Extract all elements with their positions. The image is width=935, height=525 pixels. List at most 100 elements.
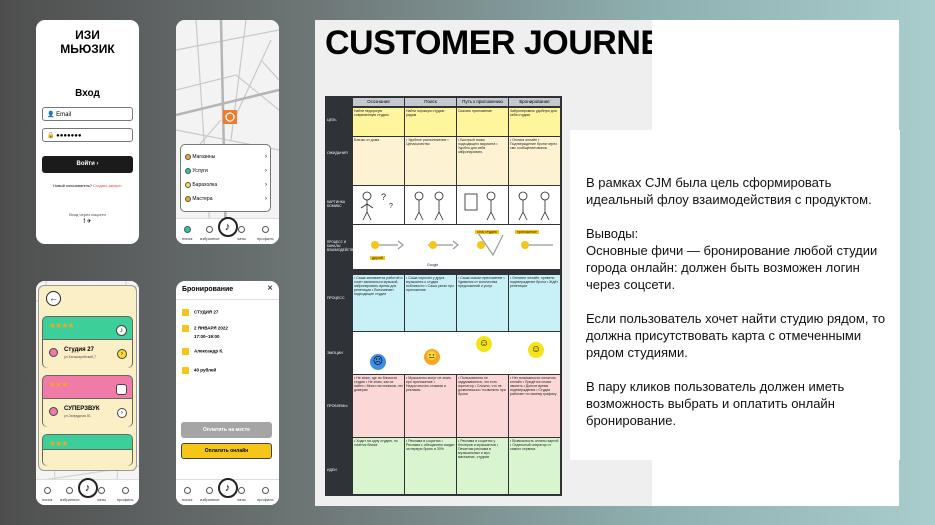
cjm-cell-idea: • Возможность оплаты картой • Отдельный … xyxy=(509,438,560,494)
booking-item-price: 40 рублей xyxy=(182,367,216,374)
music-note-icon[interactable]: ♪ xyxy=(77,478,98,498)
cjm-emotions-row xyxy=(353,332,560,374)
cjm-col-header: Путь к приложению xyxy=(457,98,508,106)
profile-icon[interactable] xyxy=(262,226,269,233)
category-menu: Магазины › Услуги › Барахолка › Мастера … xyxy=(180,144,271,212)
bottom-nav: поиск избранное ♪ чаты профиль xyxy=(176,478,279,505)
studio-card[interactable]: ★★★ xyxy=(42,434,133,466)
chat-icon[interactable] xyxy=(238,487,245,494)
studio-list-screen: ← ★★★★ Студия 27 ул.Калькарийский,7 › ♪ … xyxy=(36,281,139,505)
bookmark-icon xyxy=(116,384,127,395)
rating-stars: ★★★★ xyxy=(49,321,75,330)
studio-info: Студия 27 ул.Калькарийский,7 › xyxy=(43,339,132,368)
booking-item-date: 2 ЯНВАРЯ 2022 xyxy=(182,325,228,332)
create-account-link[interactable]: Создать аккаунт xyxy=(93,184,122,188)
search-icon[interactable] xyxy=(44,487,51,494)
profile-icon[interactable] xyxy=(262,487,269,494)
map-screen: Магазины › Услуги › Барахолка › Мастера … xyxy=(176,20,279,244)
cjm-cell-idea: • Ходит на одну студию, но хочется ближе xyxy=(353,438,404,494)
booking-screen: Бронирование × СТУДИЯ 27 2 ЯНВАРЯ 2022 1… xyxy=(176,281,279,505)
login-screen: ИЗИ МЬЮЗИК Вход 👤 Email 🔒 ●●●●●●● Войти … xyxy=(36,20,139,244)
studio-card[interactable]: ★★★ СУПЕРЗВУК ул.Запрудная 81 › xyxy=(42,375,133,427)
profile-icon[interactable] xyxy=(122,487,129,494)
music-note-icon: ♪ xyxy=(116,325,127,336)
menu-item-shops[interactable]: Магазины › xyxy=(185,150,267,164)
star-icon[interactable] xyxy=(206,487,213,494)
studio-info: СУПЕРЗВУК ул.Запрудная 81 › xyxy=(43,398,132,427)
cjm-cell-process: • Оплатил онлайн, привело подтверждение … xyxy=(509,275,560,331)
chat-icon[interactable] xyxy=(98,487,105,494)
map-pin-icon xyxy=(49,407,58,416)
studio-card[interactable]: ★★★★ Студия 27 ул.Калькарийский,7 › ♪ xyxy=(42,316,133,368)
cjm-row-label: КАРТИНКА КОМИКС xyxy=(327,200,346,208)
chevron-right-icon: › xyxy=(265,182,267,188)
star-icon[interactable] xyxy=(206,226,213,233)
cjm-row-label: ЦЕЛЬ xyxy=(327,118,337,122)
checkbox-icon[interactable] xyxy=(182,348,189,355)
app-title: ИЗИ МЬЮЗИК xyxy=(60,28,115,56)
cjm-comic-row: ?? xyxy=(353,186,560,224)
dot-icon xyxy=(185,181,191,188)
booking-item-studio: СТУДИЯ 27 xyxy=(182,309,218,316)
summary-paragraph-4: В пару кликов пользователь должен иметь … xyxy=(586,379,845,428)
chevron-right-icon: › xyxy=(265,168,267,174)
menu-item-services[interactable]: Услуги › xyxy=(185,164,267,178)
cjm-channel-label: другой xyxy=(370,256,385,260)
search-icon[interactable] xyxy=(184,487,191,494)
social-icons[interactable]: f ✈ xyxy=(83,219,92,225)
cjm-row-label: ИДЕИ xyxy=(327,468,337,472)
cjm-cell-idea: • Реклама в соцсетях у блогеров и музыка… xyxy=(457,438,508,494)
checkbox-icon[interactable] xyxy=(182,325,189,332)
chevron-right-icon: › xyxy=(265,154,267,160)
bottom-nav: поиск избранное ♪ чаты профиль xyxy=(36,478,139,505)
cjm-cell-expect: • Оплата онлайн • Подтверждение брони че… xyxy=(509,137,560,185)
password-field[interactable]: 🔒 ●●●●●●● xyxy=(42,128,133,142)
music-note-icon[interactable]: ♪ xyxy=(217,217,238,237)
happy-face-icon: ☺ xyxy=(476,336,492,352)
pay-online-button[interactable]: Оплатить онлайн xyxy=(181,443,272,459)
chevron-right-icon: › xyxy=(265,196,267,202)
cjm-channel-label: приложение xyxy=(515,230,539,234)
dot-icon xyxy=(185,167,191,174)
login-heading: Вход xyxy=(75,88,100,99)
summary-paragraph-1: В рамках CJM была цель сформировать идеа… xyxy=(586,175,872,207)
booking-item-person: Александр К. xyxy=(182,348,223,355)
chat-icon[interactable] xyxy=(238,226,245,233)
chevron-right-icon[interactable]: › xyxy=(117,349,127,359)
new-user-row: Новый пользователь? Создать аккаунт xyxy=(53,184,122,188)
neutral-face-icon: 😐 xyxy=(424,349,440,365)
menu-item-flea-market[interactable]: Барахолка › xyxy=(185,178,267,192)
svg-text:?: ? xyxy=(389,203,393,210)
back-button[interactable]: ← xyxy=(46,291,61,306)
city-map[interactable] xyxy=(176,20,279,244)
svg-text:?: ? xyxy=(381,192,386,202)
checkbox-icon[interactable] xyxy=(182,309,189,316)
cjm-table: Осознание Поиск Путь к приложению Бронир… xyxy=(325,96,562,496)
studio-info xyxy=(43,449,132,466)
rating-stars: ★★★ xyxy=(49,380,68,389)
star-icon[interactable] xyxy=(66,487,73,494)
cjm-cell-goal: Найти хорошую студию рядом xyxy=(405,108,456,136)
checkbox-icon[interactable] xyxy=(182,367,189,374)
chevron-right-icon[interactable]: › xyxy=(117,408,127,418)
studio-address: ул.Калькарийский,7 xyxy=(64,355,97,359)
cjm-cell-problem: • Музыканты могут не знать про приложени… xyxy=(405,375,456,437)
lock-icon: 🔒 xyxy=(47,133,55,139)
close-icon[interactable]: × xyxy=(267,283,273,294)
pay-on-site-button[interactable]: Оплатить на месте xyxy=(181,422,272,438)
login-button[interactable]: Войти › xyxy=(42,156,133,173)
summary-paragraph-2: Основные фичи — бронирование любой студи… xyxy=(586,243,878,292)
cjm-cell-goal: Забронировать удобную для себя студию xyxy=(509,108,560,136)
cjm-cell-problem: • Пользователи не задумываются, что есть… xyxy=(457,375,508,437)
menu-item-masters[interactable]: Мастера › xyxy=(185,192,267,206)
cjm-cell-process: • Саша скачал приложение • Удивился от к… xyxy=(457,275,508,331)
cjm-cell-problem: • Не знаю, где по близости студия • Не з… xyxy=(353,375,404,437)
music-note-icon[interactable]: ♪ xyxy=(217,478,238,498)
cjm-cell-goal: Скачать приложение xyxy=(457,108,508,136)
email-field[interactable]: 👤 Email xyxy=(42,107,133,121)
user-icon: 👤 xyxy=(47,112,55,118)
summary-paragraph-3: Если пользователь хочет найти студию ряд… xyxy=(586,311,886,360)
bottom-nav: поиск избранное ♪ чаты профиль xyxy=(176,217,279,244)
search-icon[interactable] xyxy=(184,226,191,233)
cjm-cell-expect: • Удобное расположение • Цена/качество xyxy=(405,137,456,185)
